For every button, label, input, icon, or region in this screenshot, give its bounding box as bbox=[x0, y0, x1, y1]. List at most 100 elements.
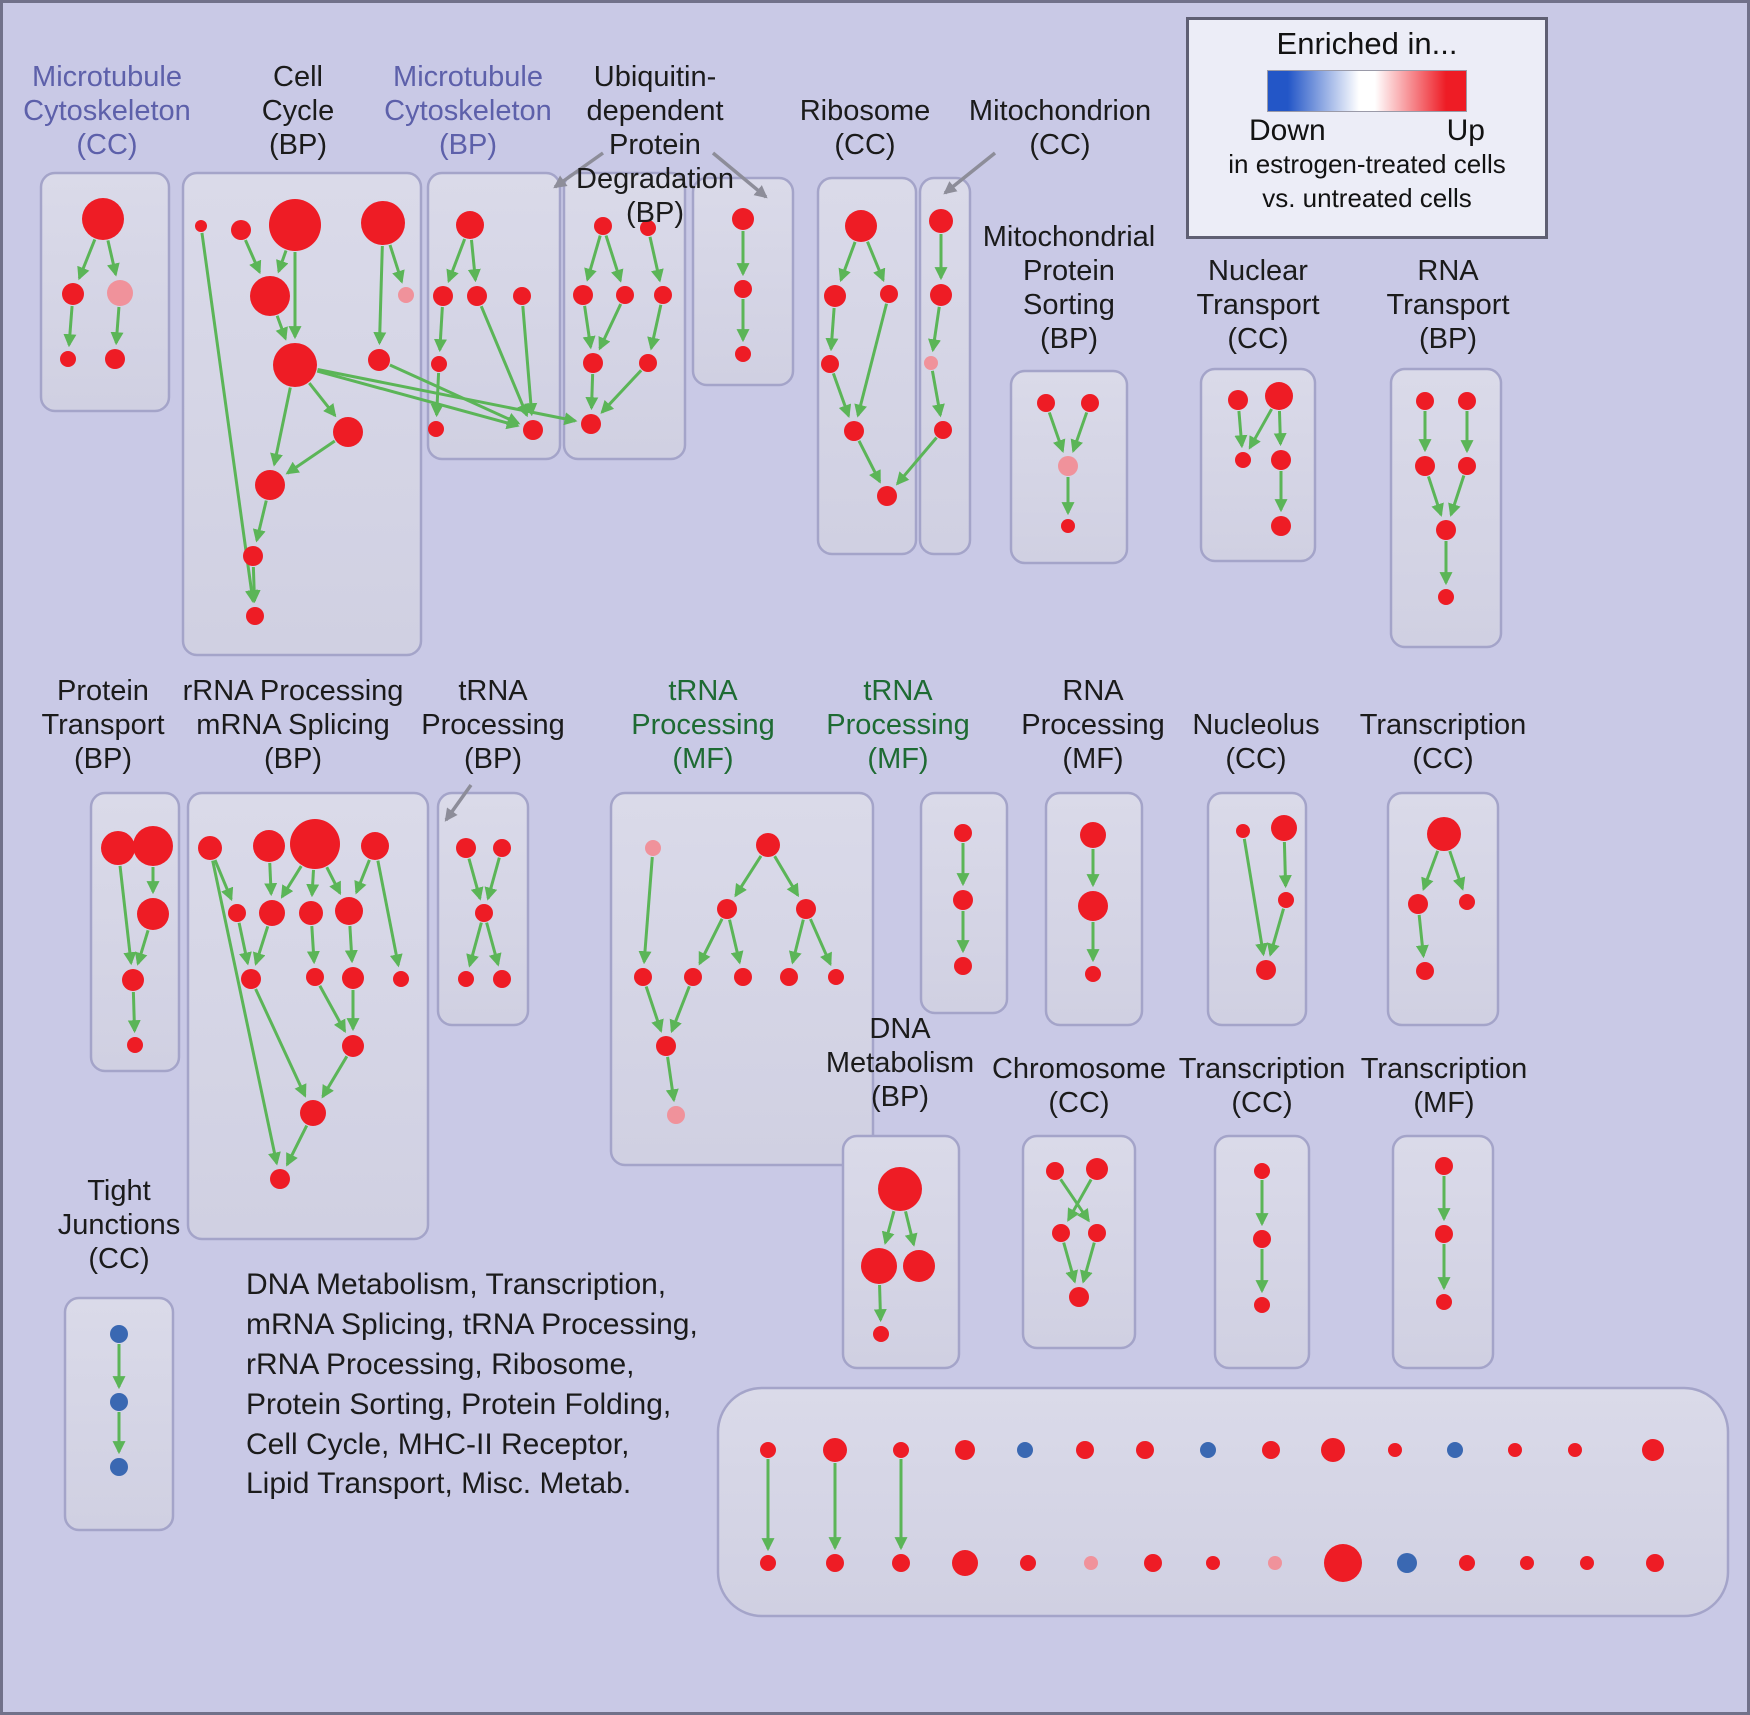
node-tc2 bbox=[1408, 894, 1428, 914]
node-nu3 bbox=[1278, 892, 1294, 908]
edge-nu2-nu3 bbox=[1278, 841, 1292, 889]
node-pt5 bbox=[127, 1037, 143, 1053]
node-rt2 bbox=[1458, 392, 1476, 410]
node-cc9 bbox=[333, 417, 363, 447]
node-ubb1 bbox=[732, 208, 754, 230]
node-mcc1 bbox=[82, 198, 124, 240]
edge-ub2-ub5 bbox=[648, 236, 664, 283]
edge-ub7-ub8 bbox=[600, 369, 643, 414]
node-tm11 bbox=[667, 1106, 685, 1124]
node-rr9 bbox=[241, 969, 261, 989]
node-bt10 bbox=[1321, 1438, 1345, 1462]
node-tm8 bbox=[780, 968, 798, 986]
node-rr4 bbox=[361, 832, 389, 860]
edge-rr3-rr8 bbox=[325, 866, 342, 896]
edge-ch4-ch5 bbox=[1080, 1242, 1096, 1284]
node-tm5 bbox=[634, 968, 652, 986]
node-mps2 bbox=[1081, 394, 1099, 412]
edge-ch3-ch5 bbox=[1062, 1242, 1078, 1284]
edge-tm6-tm10 bbox=[669, 985, 691, 1034]
legend-subtitle-1: in estrogen-treated cells bbox=[1228, 149, 1506, 179]
node-mps1 bbox=[1037, 394, 1055, 412]
edge-rr1-rr5 bbox=[213, 859, 234, 902]
edge-cc10-cc11 bbox=[252, 500, 268, 543]
edge-mi2-mi3 bbox=[928, 306, 941, 353]
edge-pt4-pt5 bbox=[127, 991, 141, 1034]
node-rt4 bbox=[1458, 457, 1476, 475]
node-cc12 bbox=[246, 607, 264, 625]
label-mitochondrion: Mitochondrion(CC) bbox=[968, 95, 1152, 161]
node-rb4 bbox=[821, 355, 839, 373]
edge-rt3-rt5 bbox=[1427, 475, 1444, 517]
edge-tm2-tm4 bbox=[773, 855, 800, 898]
edge-tm5-tm10 bbox=[644, 986, 664, 1033]
node-rt1 bbox=[1416, 392, 1434, 410]
node-pt3 bbox=[137, 898, 169, 930]
node-rr2 bbox=[253, 830, 285, 862]
edge-dm1-dm2 bbox=[881, 1210, 896, 1245]
label-transcription-cc-upper: Transcription(CC) bbox=[1359, 709, 1527, 775]
node-tb4 bbox=[458, 971, 474, 987]
node-mcc5 bbox=[105, 349, 125, 369]
footnote-text: DNA Metabolism, Transcription,mRNA Splic… bbox=[246, 1268, 698, 1501]
node-rb5 bbox=[844, 421, 864, 441]
node-tc4 bbox=[1416, 962, 1434, 980]
edge-mt1-mt2 bbox=[446, 238, 467, 284]
node-tcl2 bbox=[1253, 1230, 1271, 1248]
label-nucleolus: Nucleolus(CC) bbox=[1192, 709, 1320, 775]
node-cc10 bbox=[255, 470, 285, 500]
node-bt5 bbox=[1017, 1442, 1033, 1458]
node-bt15 bbox=[1642, 1439, 1664, 1461]
node-cc8 bbox=[368, 349, 390, 371]
node-cc4 bbox=[361, 201, 405, 245]
node-rr7 bbox=[299, 901, 323, 925]
node-ch4 bbox=[1088, 1224, 1106, 1242]
node-bt7 bbox=[1136, 1441, 1154, 1459]
node-bt11 bbox=[1388, 1443, 1402, 1457]
box-rna-transport bbox=[1389, 367, 1503, 649]
node-rt5 bbox=[1436, 520, 1456, 540]
box-chromosome bbox=[1021, 1134, 1137, 1350]
edge-mps2-mps3 bbox=[1070, 411, 1089, 453]
edge-mcc1-mcc3 bbox=[106, 240, 120, 277]
node-rr1 bbox=[198, 836, 222, 860]
edge-cc1-cc12 bbox=[200, 232, 258, 604]
box-nuclear-transport bbox=[1199, 367, 1317, 563]
node-bt12 bbox=[1447, 1442, 1463, 1458]
node-tms1 bbox=[954, 824, 972, 842]
node-bt9 bbox=[1262, 1441, 1280, 1459]
edge-cc8-mt7 bbox=[389, 363, 521, 425]
edge-ch2-ch3 bbox=[1067, 1178, 1093, 1222]
node-tcl1 bbox=[1254, 1163, 1270, 1179]
node-bt14 bbox=[1568, 1443, 1582, 1457]
node-ub8 bbox=[581, 414, 601, 434]
edge-tm1-tm5 bbox=[638, 856, 654, 965]
legend-subtitle-2: vs. untreated cells bbox=[1262, 182, 1472, 213]
node-tc1 bbox=[1427, 817, 1461, 851]
node-mi4 bbox=[934, 421, 952, 439]
node-bb7 bbox=[1144, 1554, 1162, 1572]
node-tm1 bbox=[645, 840, 661, 856]
node-rt6 bbox=[1438, 589, 1454, 605]
node-cc3 bbox=[269, 199, 321, 251]
edge-rr3-rr7 bbox=[306, 869, 320, 898]
node-ub1 bbox=[594, 217, 612, 235]
node-ch1 bbox=[1046, 1162, 1064, 1180]
edge-ub6-ub8 bbox=[585, 373, 599, 411]
box-transcription-cc-upper bbox=[1386, 791, 1500, 1027]
node-mt4 bbox=[513, 287, 531, 305]
node-rp3 bbox=[1085, 966, 1101, 982]
pointer-arrow-3 bbox=[943, 151, 997, 195]
node-rr15 bbox=[393, 971, 409, 987]
legend-panel: Enriched in... Down Up in estrogen-treat… bbox=[1186, 17, 1548, 239]
edge-nt2-nt4 bbox=[1273, 410, 1287, 447]
edge-dm2-dm4 bbox=[873, 1284, 887, 1323]
node-ub4 bbox=[616, 286, 634, 304]
